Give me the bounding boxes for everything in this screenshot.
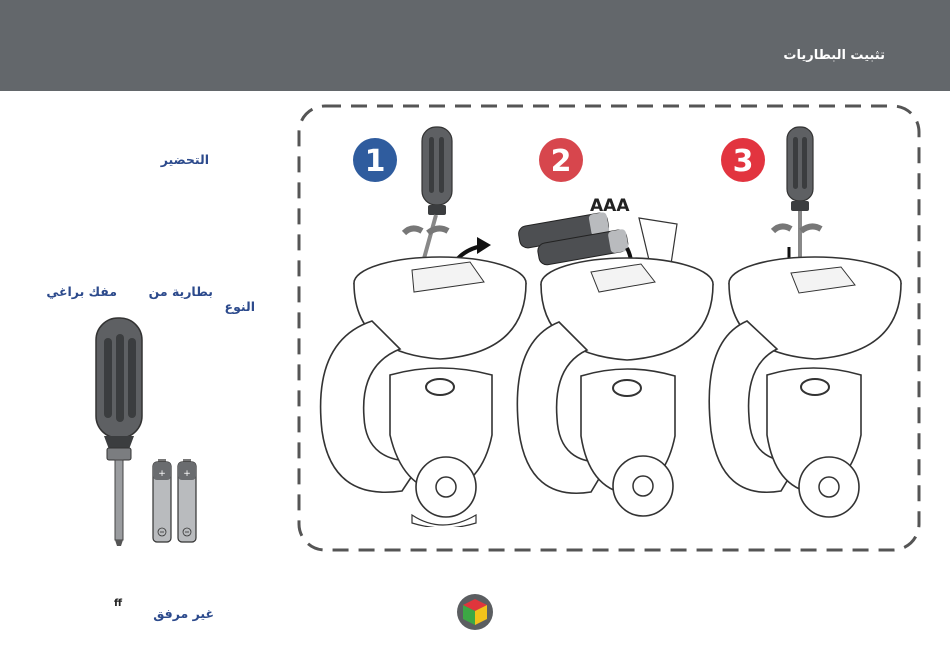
footnote-mark: ff bbox=[114, 598, 122, 609]
preparation-label: التحضير bbox=[161, 152, 209, 167]
type-suffix-label: النوع bbox=[225, 299, 255, 314]
battery-pair-icon: + + bbox=[150, 458, 200, 544]
svg-text:+: + bbox=[183, 469, 191, 479]
step-1-camera-illustration bbox=[312, 125, 538, 527]
step-2-number: 2 bbox=[551, 144, 572, 179]
screwdriver-icon bbox=[90, 316, 150, 548]
step-2-camera-illustration bbox=[515, 200, 721, 526]
step-2-badge: 2 bbox=[538, 137, 584, 183]
page-header: تثبيت البطاريات bbox=[0, 0, 950, 91]
page-title: تثبيت البطاريات bbox=[783, 48, 885, 63]
battery-type-label: بطارية من bbox=[149, 284, 213, 299]
screwdriver-label: مفك براغي bbox=[46, 284, 117, 299]
svg-text:+: + bbox=[158, 469, 166, 479]
cube-logo-icon bbox=[456, 593, 494, 631]
not-included-label: غير مرفق bbox=[153, 606, 214, 621]
step-3-camera-illustration bbox=[705, 125, 911, 527]
